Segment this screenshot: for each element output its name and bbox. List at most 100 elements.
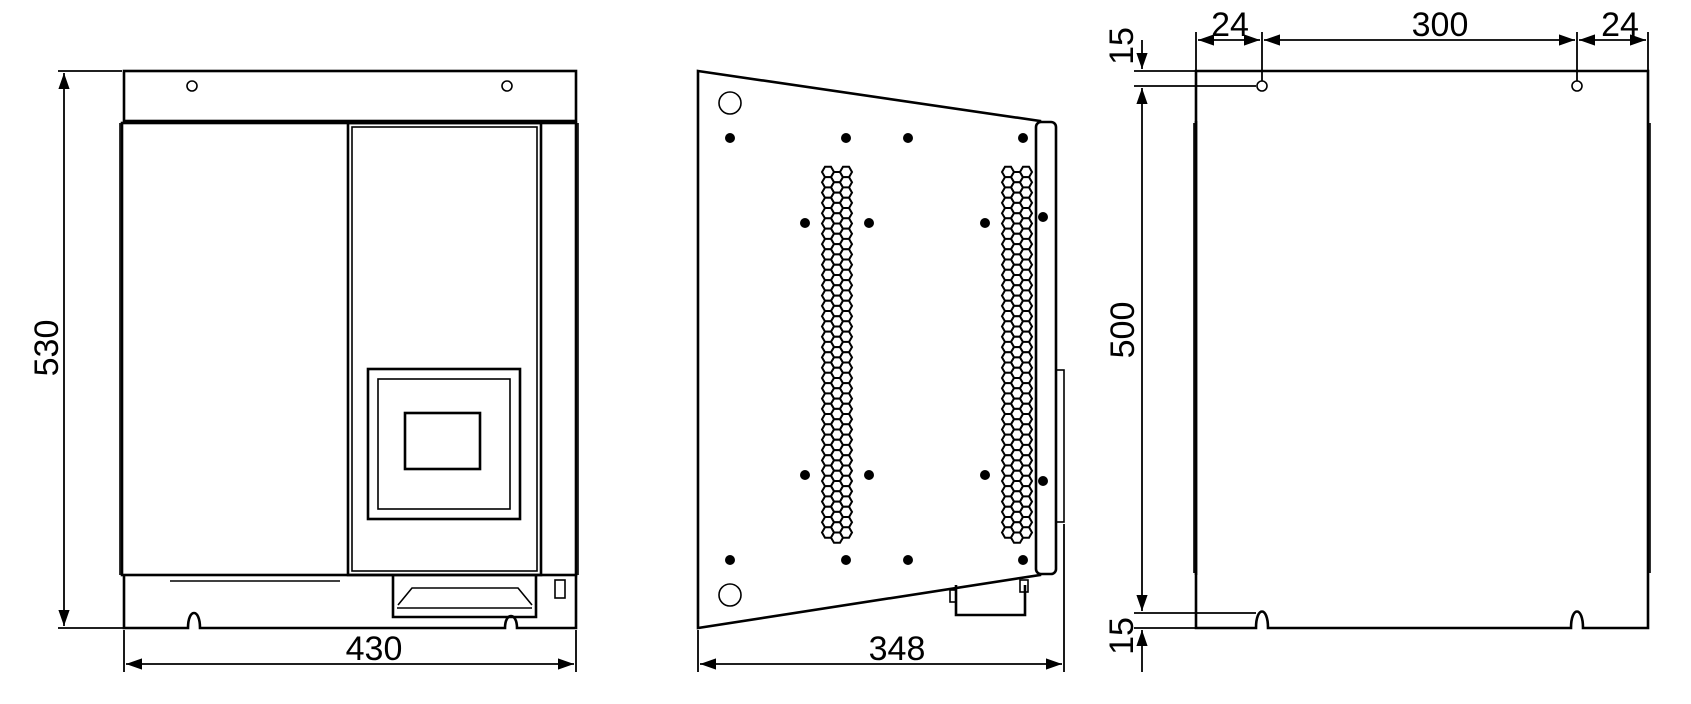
vent-cell: [1018, 279, 1034, 292]
vent-cell: [1018, 495, 1034, 508]
vent-cell: [838, 371, 854, 385]
vent-cell: [838, 248, 854, 261]
vent-cell: [1018, 433, 1034, 446]
vent-cell: [838, 165, 854, 179]
side-hole: [718, 583, 742, 607]
vent-cell: [838, 299, 854, 313]
vent-cell: [838, 351, 854, 364]
vent-cell: [838, 217, 854, 230]
vent-cell: [838, 382, 854, 395]
vent-cell: [838, 433, 854, 446]
vent-cell: [838, 392, 854, 405]
vent-cell: [1018, 227, 1034, 240]
vent-cell: [838, 485, 854, 498]
vent-cell: [838, 207, 854, 220]
side-hole: [718, 91, 742, 115]
vent-cell: [838, 505, 854, 519]
back-view: [1193, 69, 1651, 630]
vent-cell: [1018, 392, 1034, 405]
vent-cell: [838, 495, 854, 508]
vent-cell: [1018, 371, 1034, 385]
vent-cell: [838, 340, 854, 354]
vent-cell: [838, 413, 854, 426]
bottom-base: [122, 575, 578, 630]
vent-cell: [1018, 176, 1034, 189]
dimension-front-height: 530: [28, 320, 66, 377]
front-dimensions: 530 430: [28, 70, 577, 672]
vent-cell: [838, 526, 854, 539]
vent-cell: [1018, 248, 1034, 261]
vent-cell: [1018, 464, 1034, 477]
back-mounting-hole: [1571, 80, 1583, 92]
side-door-edge: [1034, 120, 1058, 576]
mounting-hole: [186, 80, 198, 92]
vent-cell: [1018, 258, 1034, 271]
vent-cell: [1018, 310, 1034, 323]
vent-cell: [1018, 402, 1034, 416]
vent-cell: [1018, 217, 1034, 230]
vent-cell: [838, 516, 854, 529]
top-mounting-plate: [122, 69, 578, 123]
vent-cell: [838, 361, 854, 374]
side-panel: [696, 69, 1042, 630]
back-mounting-hole: [1256, 80, 1268, 92]
side-bottom-box: [954, 585, 1027, 617]
vent-cell: [838, 454, 854, 467]
back-panel: [1194, 69, 1650, 630]
vent-cell: [1018, 485, 1034, 498]
vent-cell: [1018, 413, 1034, 426]
vent-cell: [838, 474, 854, 488]
vent-cell: [838, 176, 854, 189]
side-dimensions: 348: [697, 524, 1065, 672]
side-rivets: [725, 133, 1048, 565]
vent-cell: [1018, 299, 1034, 313]
vent-cell: [838, 237, 854, 251]
vent-cell: [1018, 505, 1034, 519]
vent-cell: [838, 464, 854, 477]
dimension-side-depth: 348: [869, 630, 926, 668]
vent-cell: [1018, 268, 1034, 282]
vent-cell: [1018, 443, 1034, 457]
vent-cell: [1018, 320, 1034, 333]
vent-cell: [1018, 165, 1034, 179]
vent-cell: [1018, 474, 1034, 488]
vent-cell: [1018, 516, 1034, 529]
display-frame: [366, 367, 522, 521]
dimension-front-width: 430: [346, 630, 403, 668]
front-view: [119, 69, 579, 630]
vent-cell: [1018, 351, 1034, 364]
dimension-back-right-offset: 24: [1601, 6, 1639, 44]
vent-cell: [1018, 340, 1034, 354]
cable-gland: [554, 579, 566, 599]
vent-cell: [838, 330, 854, 343]
vent-cell: [1018, 186, 1034, 199]
vent-cell: [1018, 330, 1034, 343]
dimension-back-hole-spacing: 300: [1412, 6, 1469, 44]
vent-cell: [838, 443, 854, 457]
bottom-terminal-box: [391, 575, 538, 619]
door-panel: [346, 121, 543, 577]
side-view: [696, 69, 1065, 630]
vent-cell: [1018, 237, 1034, 251]
display-screen: [403, 411, 482, 471]
vent-cell: [838, 289, 854, 302]
vent-cell: [838, 258, 854, 271]
vent-cell: [838, 423, 854, 436]
back-dimensions: 24 300 24 15 500 15: [1103, 6, 1649, 672]
dimension-back-left-offset: 24: [1211, 6, 1249, 44]
vent-cell: [838, 186, 854, 199]
vent-cell: [838, 310, 854, 323]
vent-cell: [1018, 196, 1034, 210]
vent-cell: [1018, 361, 1034, 374]
ventilation-grille-right: [1000, 165, 1034, 544]
vent-cell: [838, 320, 854, 333]
vent-cell: [1018, 289, 1034, 302]
vent-cell: [838, 227, 854, 240]
dimension-back-body-height: 500: [1104, 302, 1142, 359]
dimension-back-top-margin: 15: [1103, 27, 1141, 65]
vent-cell: [838, 402, 854, 416]
vent-cell: [1018, 382, 1034, 395]
vent-cell: [1018, 454, 1034, 467]
vent-cell: [838, 268, 854, 282]
